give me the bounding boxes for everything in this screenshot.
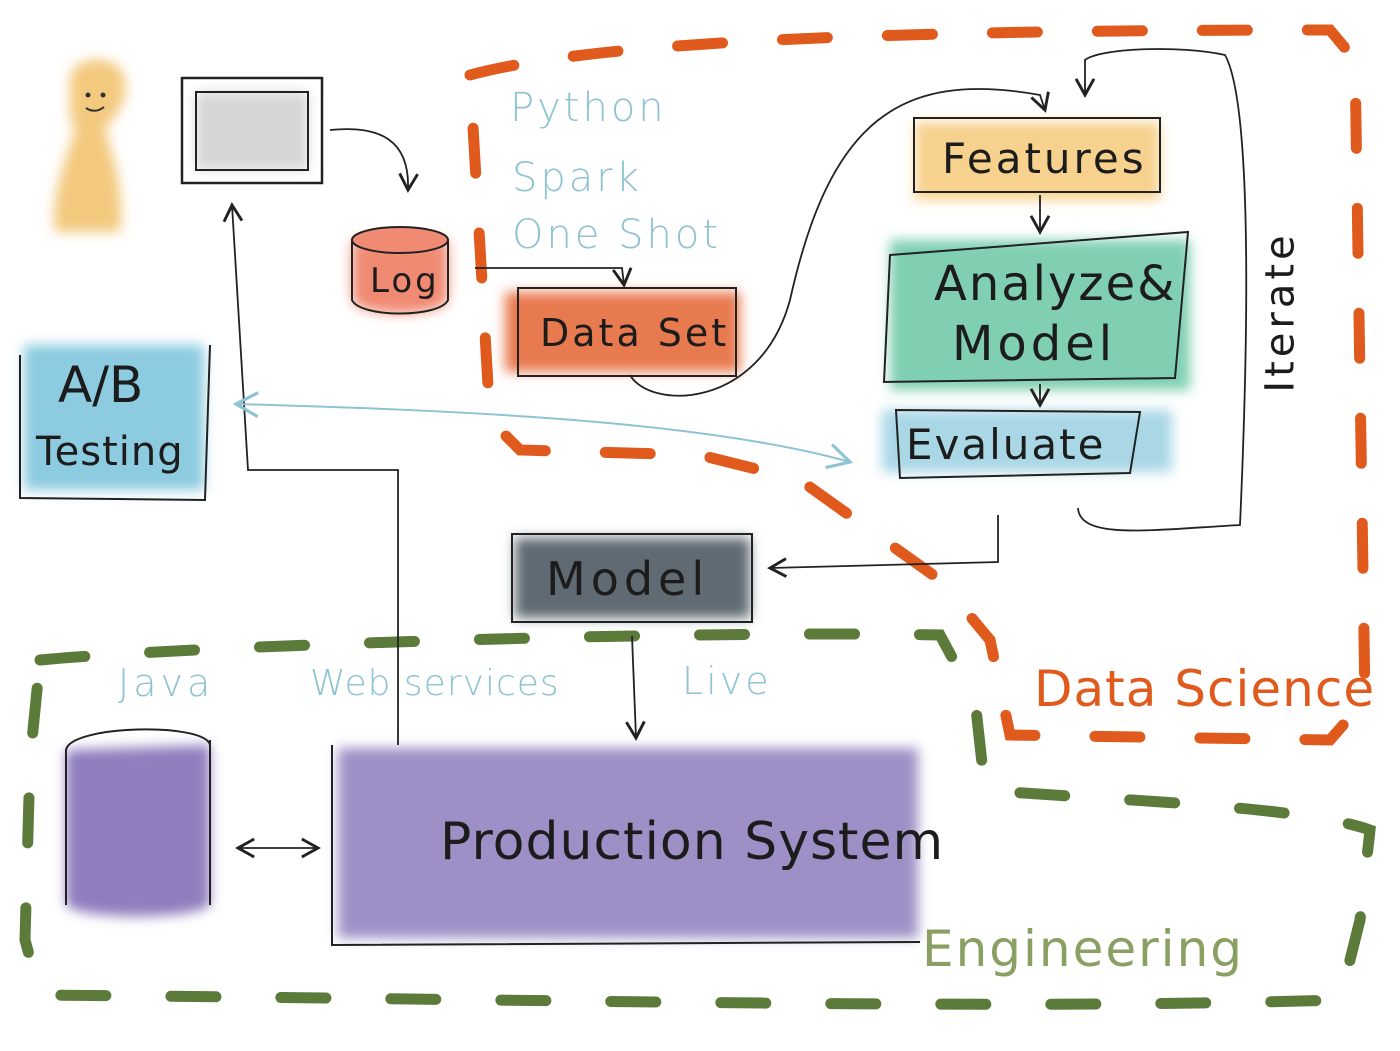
model-label: Model [546, 552, 710, 606]
evaluate-box [894, 408, 1142, 480]
production-to-screen-arrow [222, 202, 399, 745]
data-science-label: Data Science [1034, 660, 1376, 718]
production-box [331, 745, 921, 947]
evaluate-fill [882, 410, 1172, 472]
ab-testing-fill [24, 345, 204, 490]
data-science-region-border [464, 24, 1371, 746]
model-box [511, 533, 753, 623]
data-set-box [517, 287, 737, 377]
iterate-label: Iterate [1257, 231, 1304, 393]
analyze-label-line1: Analyze& [934, 256, 1177, 312]
java-label: Java [118, 661, 215, 705]
production-system-label: Production System [440, 812, 945, 872]
analyze-box [882, 230, 1190, 384]
log-database-icon [351, 226, 449, 315]
analyze-fill [890, 240, 1190, 390]
ab-testing-to-evaluate-arrow [232, 391, 854, 470]
screen-icon [180, 76, 324, 185]
python-label: Python [510, 85, 667, 131]
screen-to-log-arrow [329, 128, 419, 193]
iterate-loop-arrow [1074, 48, 1248, 532]
ab-label-line1: A/B [58, 356, 144, 414]
analyze-label-line2: Model [952, 316, 1117, 372]
log-to-dataset-arrow [475, 267, 633, 288]
engineering-label: Engineering [922, 920, 1244, 978]
one-shot-label: One Shot [512, 212, 722, 258]
spark-label: Spark [512, 155, 642, 201]
data-set-fill [505, 292, 740, 372]
features-box [913, 117, 1161, 193]
features-label: Features [942, 134, 1147, 183]
web-services-label: Web services [310, 663, 560, 704]
ab-label-line2: Testing [36, 429, 184, 475]
data-set-label: Data Set [540, 311, 730, 355]
log-label: Log [370, 261, 440, 301]
engineering-region-border [19, 628, 1376, 1010]
evaluate-to-model-arrow [767, 515, 999, 578]
evaluate-label: Evaluate [906, 420, 1106, 469]
production-fill [338, 748, 918, 938]
features-fill [915, 122, 1160, 200]
user-icon [54, 59, 126, 232]
model-fill [515, 538, 750, 618]
ab-testing-box [19, 344, 211, 502]
production-database-icon [65, 728, 211, 917]
live-label: Live [682, 659, 772, 703]
model-to-production-arrow [625, 635, 646, 741]
